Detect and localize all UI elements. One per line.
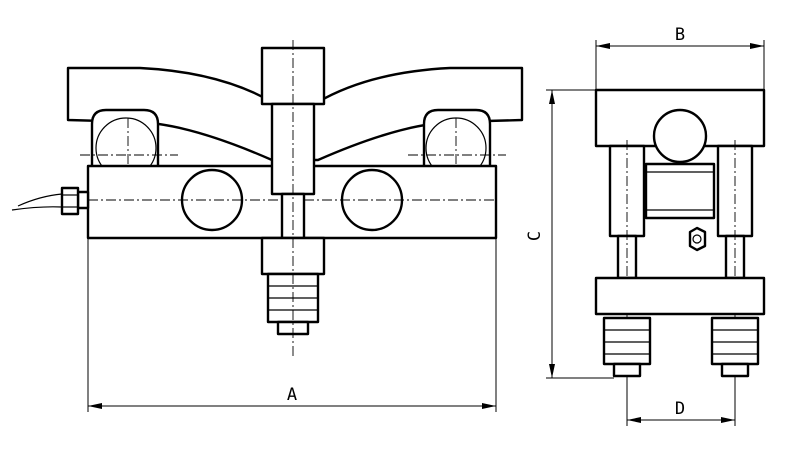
bottom-plate bbox=[594, 276, 766, 316]
side-view: B C D bbox=[525, 25, 766, 426]
dimension-d: D bbox=[626, 376, 736, 426]
left-rocker bbox=[80, 108, 178, 192]
left-nut bbox=[602, 316, 652, 378]
side-body bbox=[644, 162, 716, 220]
dimension-d-label: D bbox=[675, 399, 685, 419]
dimension-a-label: A bbox=[287, 385, 297, 405]
dimension-b-label: B bbox=[675, 25, 685, 45]
dimension-a: A bbox=[87, 238, 497, 412]
dimension-b: B bbox=[595, 25, 765, 90]
left-rod bbox=[608, 140, 646, 384]
top-pin bbox=[652, 108, 708, 164]
center-bolt bbox=[260, 40, 326, 356]
side-cable-gland bbox=[688, 226, 707, 252]
front-view: A bbox=[11, 40, 524, 412]
cable-gland bbox=[11, 186, 90, 216]
dimension-c-label: C bbox=[525, 231, 545, 241]
right-rod bbox=[716, 140, 754, 384]
dimension-c: C bbox=[525, 89, 614, 379]
right-nut bbox=[710, 316, 760, 378]
